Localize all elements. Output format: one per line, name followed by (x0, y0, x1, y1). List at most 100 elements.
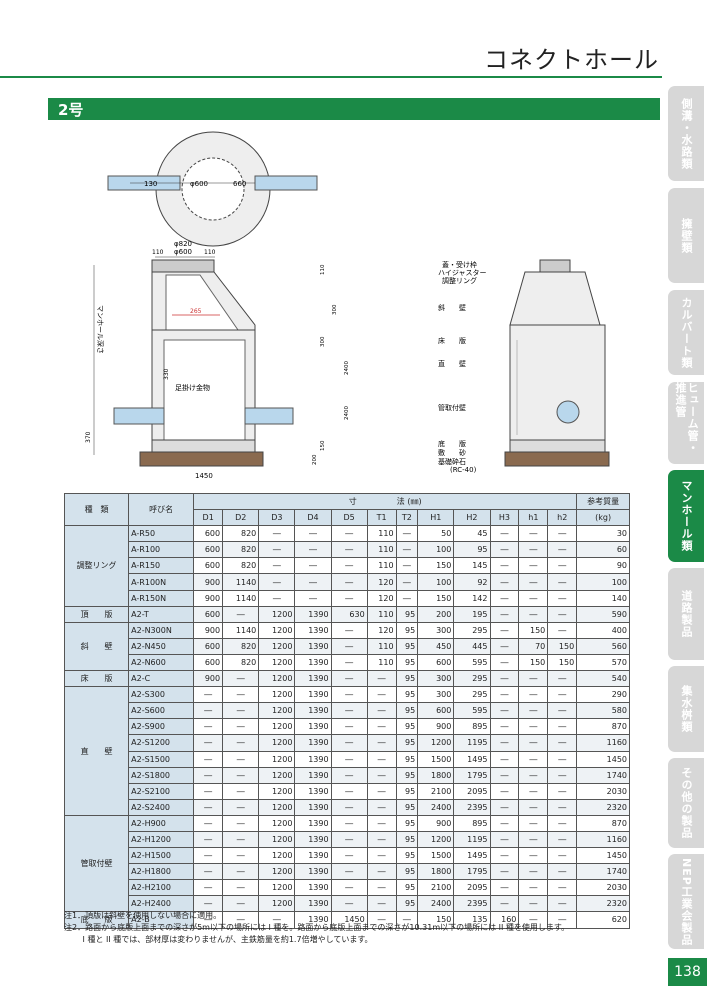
sidebar-item[interactable]: その他の製品 (668, 758, 704, 848)
value-cell: 600 (417, 653, 455, 672)
th-name: 呼び名 (128, 492, 195, 527)
note-3: I 種と II 種では、部材厚は変わりませんが、主鉄筋量を約1.7倍増やしていま… (64, 935, 373, 944)
value-cell: ― (489, 653, 520, 672)
value-cell: 1450 (576, 750, 630, 768)
value-cell: ― (193, 798, 224, 816)
value-cell: ― (547, 782, 578, 800)
value-cell: ― (366, 847, 397, 865)
value-cell: ― (547, 830, 578, 849)
value-cell: 820 (222, 557, 260, 575)
label-hi: ハイジャスター (438, 268, 487, 277)
value-cell: 135 (453, 911, 491, 929)
top-dim-600: φ600 (174, 248, 192, 256)
value-cell: 195 (453, 605, 491, 623)
value-cell: 895 (453, 814, 491, 832)
value-cell: 60 (576, 541, 630, 559)
manhole-drawing: 130 φ600 660 φ820 φ600 110 110 265 足掛け金物… (85, 131, 610, 480)
sidebar-item[interactable]: 集水桝類 (668, 666, 704, 752)
value-cell: 1390 (294, 830, 332, 849)
value-cell: 145 (453, 557, 491, 575)
value-cell: ― (489, 573, 520, 591)
name-cell: A2-T (128, 605, 195, 623)
value-cell: 400 (576, 621, 630, 639)
value-cell: 2100 (417, 879, 455, 897)
value-cell: ― (193, 895, 224, 913)
value-cell: 150 (417, 557, 455, 575)
rdim-150: 150 (320, 440, 326, 451)
value-cell: ― (547, 734, 578, 752)
value-cell: ― (518, 750, 549, 768)
value-cell: ― (193, 718, 224, 736)
label-gravel: 基礎砕石 (438, 457, 466, 466)
value-cell: 1390 (294, 670, 332, 688)
kind-cell: 床 版 (63, 670, 130, 688)
value-cell: 1200 (258, 863, 296, 881)
rdim-200: 200 (312, 454, 318, 465)
value-cell: ― (222, 879, 260, 897)
value-cell: 820 (222, 541, 260, 559)
value-cell: ― (395, 589, 419, 607)
value-cell: ― (518, 798, 549, 816)
name-cell: A2-S1500 (128, 750, 195, 768)
sidebar-item[interactable]: NEP工業会製品 (668, 854, 704, 949)
value-cell: 2395 (453, 798, 491, 816)
col-header: D1 (193, 509, 224, 527)
value-cell: 595 (453, 702, 491, 720)
value-cell: 95 (395, 830, 419, 849)
value-cell: ― (330, 863, 368, 881)
sidebar-item-label: 側溝・水路類 (680, 97, 694, 170)
value-cell: ― (366, 814, 397, 832)
page-title: コネクトホール (484, 46, 659, 74)
sidebar-item[interactable]: マンホール類 (668, 470, 704, 562)
value-cell: 600 (193, 605, 224, 623)
col-header: H1 (417, 509, 455, 527)
value-cell: 70 (518, 637, 549, 655)
col-header: D3 (258, 509, 296, 527)
name-cell: A2-H1200 (128, 830, 195, 849)
name-cell: A-R100N (128, 573, 195, 591)
label-ring: 調整リング (442, 276, 477, 285)
value-cell: 1200 (258, 653, 296, 672)
sidebar-item[interactable]: 擁壁類 (668, 188, 704, 283)
value-cell: 142 (453, 589, 491, 607)
value-cell: 1200 (258, 750, 296, 768)
value-cell: ― (294, 589, 332, 607)
top-dim-110b: 110 (204, 249, 216, 256)
value-cell: ― (330, 782, 368, 800)
col-header: h2 (547, 509, 578, 527)
top-dim-820: φ820 (174, 240, 192, 248)
value-cell: ― (330, 637, 368, 655)
value-cell: 630 (330, 605, 368, 623)
value-cell: ― (547, 541, 578, 559)
value-cell: ― (518, 830, 549, 849)
value-cell: 1200 (258, 814, 296, 832)
value-cell: ― (222, 782, 260, 800)
value-cell: 1195 (453, 734, 491, 752)
sidebar-item-label: その他の製品 (680, 767, 694, 839)
value-cell: 1390 (294, 814, 332, 832)
sidebar-item[interactable]: カルバート類 (668, 290, 704, 375)
dim-370: 370 (85, 431, 92, 443)
value-cell: ― (294, 525, 332, 543)
value-cell: 870 (576, 718, 630, 736)
value-cell: ― (222, 686, 260, 704)
sidebar-item[interactable]: 側溝・水路類 (668, 86, 704, 181)
name-cell: A2-S1800 (128, 766, 195, 784)
value-cell: ― (489, 766, 520, 784)
name-cell: A2-H1800 (128, 863, 195, 881)
value-cell: ― (366, 718, 397, 736)
value-cell: 95 (395, 621, 419, 639)
value-cell: ― (489, 798, 520, 816)
note-2: 注2．路面から底版上面までの深さが5m以下の場所には I 種を。路面から底版上面… (64, 923, 570, 932)
value-cell: 120 (366, 621, 397, 639)
sidebar-item[interactable]: 道路製品 (668, 568, 704, 660)
sidebar-item[interactable]: ヒューム管・推進管 (668, 382, 704, 464)
col-header: D4 (294, 509, 332, 527)
